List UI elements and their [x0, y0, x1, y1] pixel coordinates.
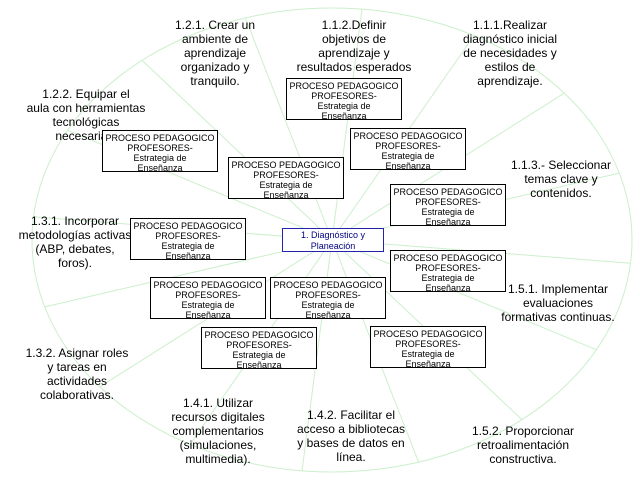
box-line: PROFESORES- [295, 290, 361, 300]
box-line: Enseñanza [305, 310, 351, 319]
box-line: Estrategia de [421, 273, 475, 283]
box-line: PROCESO PEDAGOGICO [105, 133, 215, 143]
process-box: PROCESO PEDAGOGICO PROFESORES- Estrategi… [286, 78, 402, 120]
box-line: Enseñanza [405, 359, 451, 368]
box-line: PROFESORES- [395, 339, 461, 349]
process-box: PROCESO PEDAGOGICO PROFESORES- Estrategi… [390, 184, 506, 226]
box-line: PROCESO PEDAGOGICO [289, 81, 399, 91]
box-line: Enseñanza [385, 161, 431, 170]
process-box: PROCESO PEDAGOGICO PROFESORES- Estrategi… [350, 128, 466, 170]
box-line: Estrategia de [381, 151, 435, 161]
box-line: PROCESO PEDAGOGICO [231, 160, 341, 170]
process-box: PROCESO PEDAGOGICO PROFESORES- Estrategi… [102, 130, 218, 172]
process-box: PROCESO PEDAGOGICO PROFESORES- Estrategi… [130, 218, 246, 260]
box-line: Enseñanza [165, 251, 211, 260]
box-line: Enseñanza [425, 283, 471, 292]
box-line: PROFESORES- [311, 91, 377, 101]
box-line: PROFESORES- [415, 197, 481, 207]
box-line: Estrategia de [161, 241, 215, 251]
box-line: Enseñanza [425, 217, 471, 226]
box-line: Enseñanza [263, 190, 309, 199]
label-1-5-1: 1.5.1. Implementar evaluaciones formativ… [501, 282, 615, 324]
box-line: PROFESORES- [175, 290, 241, 300]
box-line: Estrategia de [133, 153, 187, 163]
box-line: PROCESO PEDAGOGICO [393, 187, 503, 197]
wheel-spoke [331, 9, 363, 241]
box-line: PROFESORES- [155, 231, 221, 241]
box-line: Enseñanza [137, 163, 183, 172]
wheel-spoke [331, 239, 597, 351]
label-1-3-2: 1.3.2. Asignar roles y tareas en activid… [25, 346, 129, 402]
box-line: PROFESORES- [226, 340, 292, 350]
box-line: PROFESORES- [253, 170, 319, 180]
box-line: Enseñanza [185, 310, 231, 319]
box-line: PROCESO PEDAGOGICO [133, 221, 243, 231]
box-line: Estrategia de [401, 349, 455, 359]
label-1-2-1: 1.2.1. Crear un ambiente de aprendizaje … [174, 18, 256, 88]
process-box: PROCESO PEDAGOGICO PROFESORES- Estrategi… [390, 250, 506, 292]
box-line: PROCESO PEDAGOGICO [393, 253, 503, 263]
box-line: Estrategia de [232, 350, 286, 360]
process-box: PROCESO PEDAGOGICO PROFESORES- Estrategi… [201, 327, 317, 369]
box-line: Estrategia de [259, 180, 313, 190]
box-line: Estrategia de [421, 207, 475, 217]
box-line: PROCESO PEDAGOGICO [153, 280, 263, 290]
label-1-1-1: 1.1.1.Realizar diagnóstico inicial de ne… [462, 18, 558, 88]
label-1-3-1: 1.3.1. Incorporar metodologías activas (… [18, 214, 132, 270]
box-line: Enseñanza [236, 360, 282, 369]
process-box: PROCESO PEDAGOGICO PROFESORES- Estrategi… [150, 277, 266, 319]
box-line: PROCESO PEDAGOGICO [373, 329, 483, 339]
box-line: Enseñanza [321, 111, 367, 120]
wheel-spoke [244, 17, 333, 241]
box-line: Estrategia de [317, 101, 371, 111]
box-line: PROCESO PEDAGOGICO [353, 131, 463, 141]
wheel-spoke [141, 60, 333, 241]
center-node: 1. Diagnóstico y Planeación [282, 228, 384, 252]
label-1-4-2: 1.4.2. Facilitar el acceso a bibliotecas… [296, 408, 406, 464]
box-line: PROFESORES- [415, 263, 481, 273]
label-1-4-1: 1.4.1. Utilizar recursos digitales compl… [171, 396, 265, 466]
box-line: PROFESORES- [375, 141, 441, 151]
wheel-rim [31, 7, 633, 473]
box-line: PROCESO PEDAGOGICO [204, 330, 314, 340]
box-line: PROCESO PEDAGOGICO [273, 280, 383, 290]
label-1-1-3: 1.1.3.- Seleccionar temas clave y conten… [510, 158, 612, 200]
box-line: Estrategia de [301, 300, 355, 310]
label-1-5-2: 1.5.2. Proporcionar retroalimentación co… [471, 424, 575, 466]
process-box: PROCESO PEDAGOGICO PROFESORES- Estrategi… [270, 277, 386, 319]
label-1-1-2: 1.1.2.Definir objetivos de aprendizaje y… [296, 18, 412, 74]
label-1-2-2: 1.2.2. Equipar el aula con herramientas … [26, 87, 146, 143]
process-box: PROCESO PEDAGOGICO PROFESORES- Estrategi… [228, 157, 344, 199]
box-line: Estrategia de [181, 300, 235, 310]
box-line: PROFESORES- [127, 143, 193, 153]
process-box: PROCESO PEDAGOGICO PROFESORES- Estrategi… [370, 326, 486, 368]
